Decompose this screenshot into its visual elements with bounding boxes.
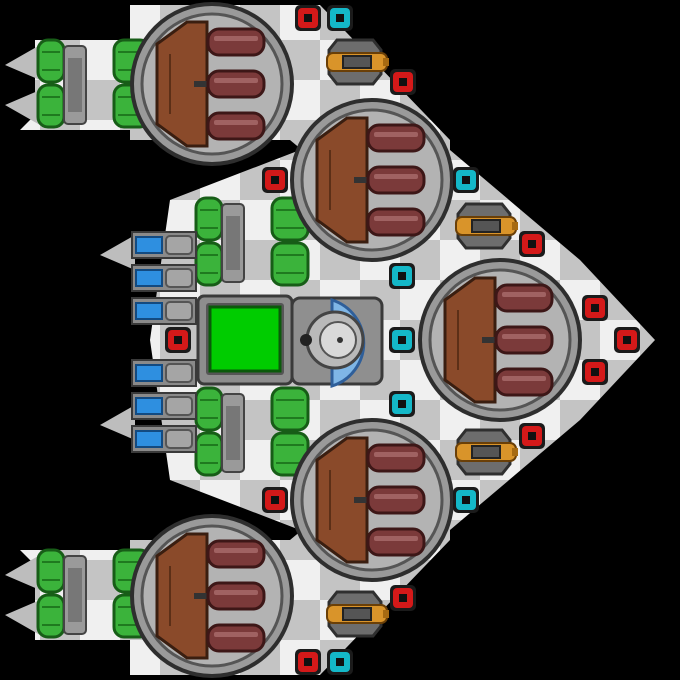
missile-tube xyxy=(206,111,266,141)
missile-tube xyxy=(366,443,426,473)
tank-group-upper-center[interactable] xyxy=(194,196,310,287)
red-system-node[interactable] xyxy=(614,327,640,353)
cyan-system-node[interactable] xyxy=(453,167,479,193)
red-system-node[interactable] xyxy=(390,585,416,611)
missile-tube xyxy=(366,527,426,557)
missile-tube xyxy=(366,165,426,195)
missile-bay-layer xyxy=(130,2,582,678)
cyan-system-node[interactable] xyxy=(389,263,415,289)
hull-fin xyxy=(5,555,40,590)
red-system-node[interactable] xyxy=(295,5,321,31)
turret-bottom[interactable] xyxy=(326,590,389,638)
hull-fin xyxy=(5,45,40,80)
missile-tube xyxy=(366,123,426,153)
red-system-node[interactable] xyxy=(390,69,416,95)
red-system-node[interactable] xyxy=(262,167,288,193)
red-system-node[interactable] xyxy=(519,423,545,449)
red-system-node[interactable] xyxy=(262,487,288,513)
missile-tube xyxy=(206,539,266,569)
red-system-node[interactable] xyxy=(295,649,321,675)
missile-tube xyxy=(206,27,266,57)
hull-fin xyxy=(100,405,135,440)
missile-tube xyxy=(494,283,554,313)
red-system-node[interactable] xyxy=(519,231,545,257)
red-system-node[interactable] xyxy=(582,295,608,321)
missile-bay-upper-mid[interactable] xyxy=(290,98,454,262)
thruster xyxy=(131,231,197,259)
missile-tube xyxy=(206,623,266,653)
hull-fin xyxy=(5,90,40,125)
thruster xyxy=(131,297,197,325)
turret-lower-mid[interactable] xyxy=(455,428,518,476)
hull-fin xyxy=(5,600,40,635)
red-system-node[interactable] xyxy=(165,327,191,353)
turret-upper-mid[interactable] xyxy=(455,202,518,250)
missile-tube xyxy=(494,325,554,355)
cyan-system-node[interactable] xyxy=(389,391,415,417)
cyan-system-node[interactable] xyxy=(327,5,353,31)
missile-tube xyxy=(206,69,266,99)
cyan-system-node[interactable] xyxy=(327,649,353,675)
cockpit-dome[interactable] xyxy=(290,296,384,389)
thruster xyxy=(131,359,197,387)
tank-group-bottom-left[interactable] xyxy=(36,548,152,639)
turret-layer xyxy=(326,38,518,638)
missile-tube xyxy=(366,207,426,237)
thruster xyxy=(131,425,197,453)
missile-bay-top-left[interactable] xyxy=(130,2,294,166)
cyan-system-node[interactable] xyxy=(389,327,415,353)
turret-top[interactable] xyxy=(326,38,389,86)
thruster-layer xyxy=(131,231,197,453)
red-system-node[interactable] xyxy=(582,359,608,385)
thruster xyxy=(131,392,197,420)
bridge-screen[interactable] xyxy=(208,305,282,373)
missile-tube xyxy=(206,581,266,611)
thruster xyxy=(131,264,197,292)
node-layer xyxy=(165,5,640,675)
cyan-system-node[interactable] xyxy=(453,487,479,513)
missile-bay-bottom-left[interactable] xyxy=(130,514,294,678)
missile-bay-lower-mid[interactable] xyxy=(290,418,454,582)
hull-fin xyxy=(100,235,135,270)
missile-tube xyxy=(494,367,554,397)
bridge[interactable] xyxy=(196,294,294,386)
missile-bay-nose[interactable] xyxy=(418,258,582,422)
missile-tube xyxy=(366,485,426,515)
